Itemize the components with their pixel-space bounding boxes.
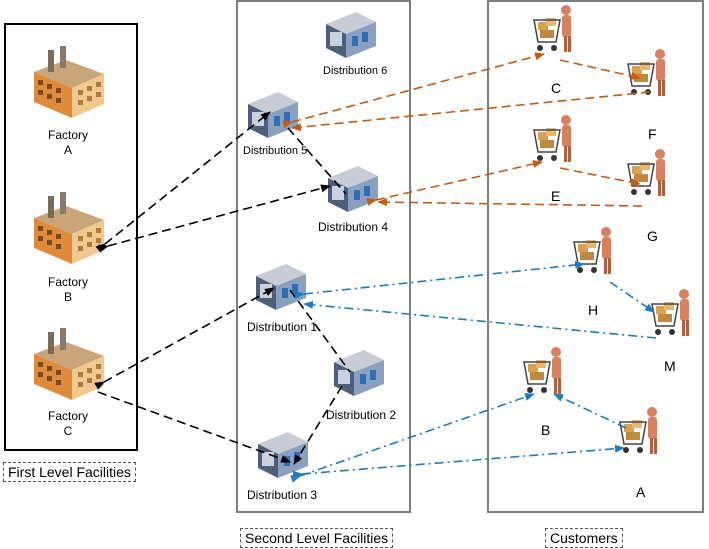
- factory-c-icon: [34, 328, 104, 400]
- customer-a-icon: [619, 406, 658, 455]
- customer-e-icon: [533, 114, 572, 163]
- link-distribution-1-distribution-2: [289, 289, 351, 373]
- link-distribution-2-distribution-3: [293, 385, 343, 465]
- distribution-3-icon: [258, 432, 308, 478]
- distribution-5-label: Distribution 5: [243, 145, 308, 157]
- link-distribution-3-customer-b: [290, 393, 535, 483]
- factory-a-label-line2: A: [63, 143, 72, 157]
- orange-links: [282, 52, 651, 207]
- distribution-3-label: Distribution 3: [247, 488, 318, 502]
- factory-c-label-line2: C: [63, 424, 73, 438]
- second-level-caption: Second Level Facilities: [240, 528, 394, 548]
- factory-b-label-line1: Factory: [47, 275, 88, 289]
- distribution-1-label: Distribution 1: [247, 320, 318, 334]
- link-factory-b-distribution-5: [95, 111, 271, 253]
- link-customer-m-distribution-1: [303, 300, 657, 339]
- customer-c-icon: [533, 4, 572, 53]
- customer-f-label: F: [648, 126, 657, 142]
- customer-m-icon: [651, 288, 690, 337]
- distribution-1-icon: [256, 264, 306, 310]
- link-customer-g-distribution-4: [377, 198, 643, 207]
- customer-m-label: M: [664, 358, 676, 374]
- factory-a-icon: [34, 46, 104, 118]
- customer-c-label: C: [551, 80, 562, 96]
- link-factory-c-distribution-3: [97, 391, 291, 463]
- link-distribution-5-distribution-4: [287, 127, 347, 195]
- customer-b-label: B: [541, 422, 551, 438]
- link-distribution-4-customer-e: [366, 160, 543, 206]
- link-customer-c-customer-f: [559, 59, 641, 80]
- customers-caption: Customers: [545, 528, 623, 548]
- customer-a-label: A: [636, 484, 646, 500]
- first-level-caption: First Level Facilities: [3, 462, 136, 482]
- distribution-2-label: Distribution 2: [326, 408, 397, 422]
- customer-b-icon: [523, 346, 562, 395]
- link-customer-f-distribution-5: [291, 91, 651, 132]
- factory-c-label: Factory C: [40, 409, 96, 439]
- black-links: [94, 111, 351, 465]
- link-distribution-3-customer-a: [292, 444, 625, 479]
- factory-c-label-line1: Factory: [47, 409, 88, 423]
- distribution-6-icon: [326, 12, 376, 58]
- customer-e-label: E: [551, 188, 561, 204]
- factory-a-label-line1: Factory: [47, 128, 88, 142]
- factory-b-icon: [34, 192, 104, 264]
- distribution-4-icon: [328, 166, 378, 212]
- blue-links: [290, 260, 657, 483]
- link-customer-h-customer-m: [609, 281, 655, 313]
- link-customer-a-customer-b: [553, 393, 627, 429]
- link-factory-c-distribution-1: [94, 287, 275, 390]
- distribution-2-icon: [334, 350, 384, 396]
- factory-b-label-line2: B: [63, 290, 72, 304]
- second-level-panel: [236, 0, 411, 513]
- customer-f-icon: [627, 48, 666, 97]
- link-factory-b-distribution-4: [98, 184, 331, 253]
- customer-g-icon: [627, 148, 666, 197]
- link-distribution-5-customer-c: [282, 52, 545, 129]
- customers-panel: [487, 0, 704, 513]
- distribution-6-label: Distribution 6: [323, 65, 388, 77]
- link-customer-e-customer-g: [559, 167, 641, 187]
- factory-b-label: Factory B: [40, 275, 96, 305]
- distribution-4-label: Distribution 4: [318, 220, 389, 234]
- customer-g-label: G: [647, 228, 658, 244]
- factory-a-label: Factory A: [40, 128, 96, 158]
- customer-h-label: H: [588, 302, 599, 318]
- customer-h-icon: [573, 226, 612, 275]
- link-distribution-1-customer-h: [294, 260, 585, 299]
